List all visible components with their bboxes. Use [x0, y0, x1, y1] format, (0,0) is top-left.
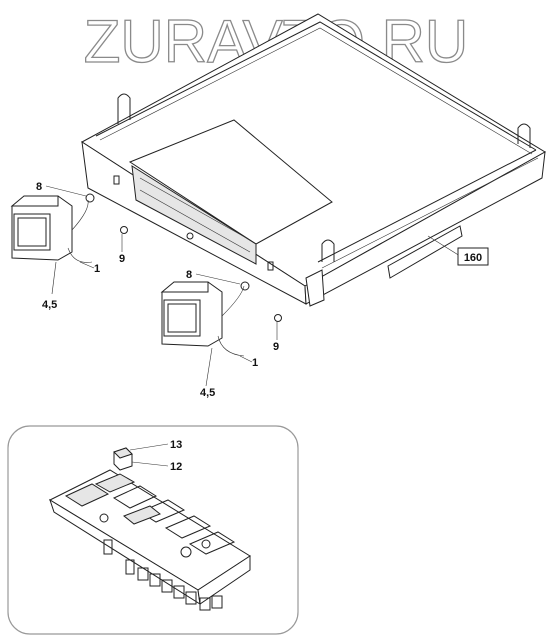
cab-roof-assembly [81, 13, 546, 307]
switch-part [113, 443, 169, 471]
callout-9-right: 9 [273, 341, 279, 353]
lamp-assembly-left [10, 185, 128, 295]
callout-160: 160 [464, 252, 482, 264]
callout-1-right: 1 [252, 357, 258, 369]
callout-1-left: 1 [94, 263, 100, 275]
callout-160-box [457, 247, 489, 266]
callout-8-left: 8 [36, 181, 42, 193]
nut-icon-right-8 [240, 281, 250, 291]
callout-8-right: 8 [186, 269, 192, 281]
lamp-assembly-right [160, 273, 282, 387]
callout-13: 13 [170, 439, 182, 451]
nut-icon-left-8 [85, 193, 95, 203]
callout-12: 12 [170, 461, 182, 473]
callout-4-5-left: 4,5 [42, 299, 57, 311]
dashboard-panel [48, 469, 251, 611]
nut-icon-right-9 [274, 314, 282, 322]
inset-panel: 13 12 [7, 425, 299, 635]
nut-icon-left-9 [120, 226, 128, 234]
callout-9-left: 9 [119, 253, 125, 265]
callout-4-5-right: 4,5 [200, 387, 215, 399]
